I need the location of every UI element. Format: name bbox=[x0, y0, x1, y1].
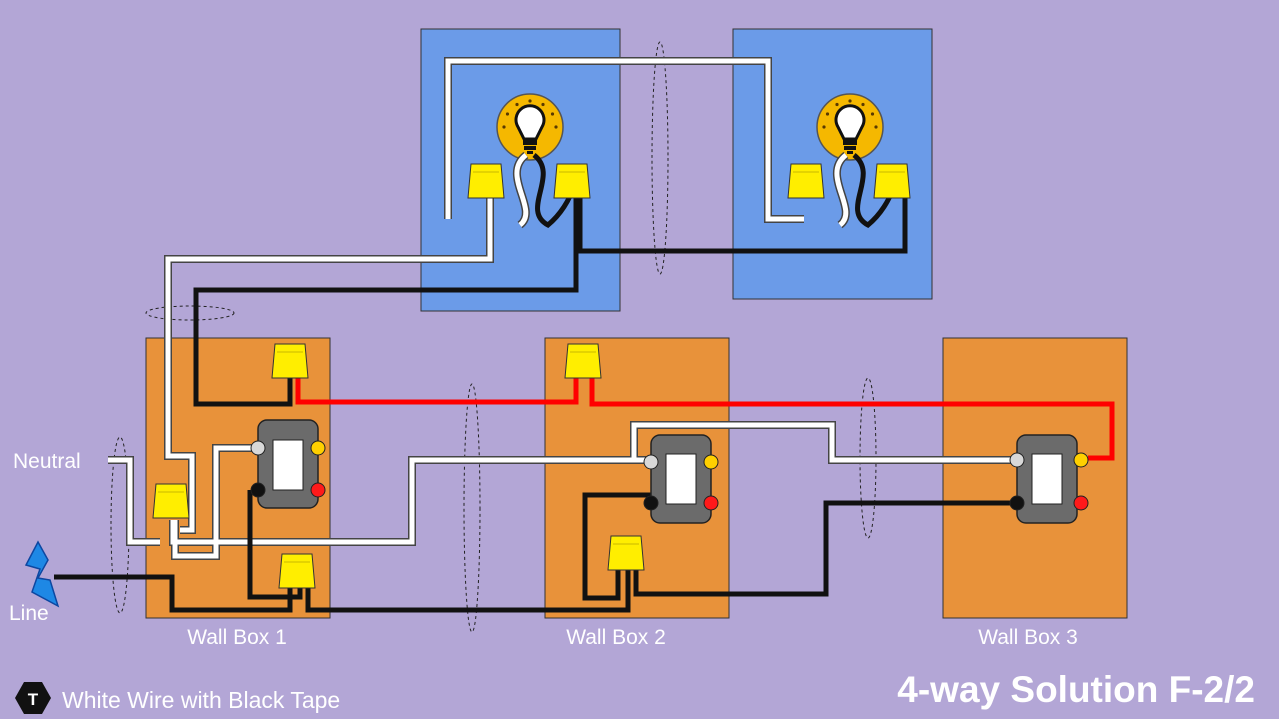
cable-marker-lights bbox=[651, 41, 669, 275]
neutral-supply bbox=[108, 457, 160, 545]
line-hot bbox=[54, 574, 293, 613]
cable-marker-wb1-wb2 bbox=[463, 383, 481, 633]
wire-nut-wb2-bottom bbox=[607, 535, 645, 571]
red-traveler-wb2-wb3 bbox=[589, 372, 1115, 461]
lightning-bolt-icon bbox=[24, 540, 60, 608]
wire-nut-wb2-top bbox=[564, 343, 602, 379]
traveler-wb1-wb2 bbox=[170, 457, 646, 545]
legend-marker-letter: T bbox=[28, 690, 39, 709]
legend-text: White Wire with Black Tape bbox=[62, 687, 340, 713]
wire-nut-light1-neutral bbox=[467, 163, 505, 199]
tape-marker-icon bbox=[15, 682, 51, 714]
neutral-to-light-1 bbox=[165, 196, 493, 533]
wire-nut-light2-hot bbox=[873, 163, 911, 199]
switch-wb1 bbox=[250, 419, 326, 509]
cable-marker-wb1-top bbox=[145, 305, 235, 321]
switched-lights-jumper bbox=[577, 195, 908, 254]
wires-black bbox=[54, 195, 1020, 613]
traveler-wb2-wb3 bbox=[631, 422, 1020, 463]
traveler-wb2-wb3-black bbox=[633, 500, 1020, 597]
wires-red bbox=[295, 372, 1115, 461]
bulb-1 bbox=[495, 92, 577, 229]
wire-nut-light2-neutral bbox=[787, 163, 825, 199]
wire-nut-wb1-bottom bbox=[278, 553, 316, 589]
wb2-switch-lower bbox=[582, 492, 664, 601]
neutral-label: Neutral bbox=[13, 450, 81, 473]
wall-box-1-label: Wall Box 1 bbox=[187, 626, 287, 649]
switch-wb2 bbox=[643, 434, 719, 524]
neutral-lights-jumper bbox=[445, 58, 804, 222]
hot-wb1-wb2 bbox=[305, 570, 631, 613]
wire-nut-wb1-neutral bbox=[152, 483, 190, 519]
switch-wb3 bbox=[1009, 434, 1089, 524]
line-label: Line bbox=[9, 602, 49, 625]
switched-to-light-1 bbox=[193, 196, 579, 407]
legend: T White Wire with Black Tape bbox=[15, 682, 340, 714]
hot-wb1-switch bbox=[247, 490, 303, 600]
wire-nut-wb1-top bbox=[271, 343, 309, 379]
wires-white bbox=[108, 58, 1020, 559]
bulb-2 bbox=[815, 92, 897, 229]
red-traveler-wb1-wb2 bbox=[295, 372, 579, 405]
diagram-title: 4-way Solution F-2/2 bbox=[897, 669, 1255, 710]
wall-box-3-label: Wall Box 3 bbox=[978, 626, 1078, 649]
wire-nut-light1-hot bbox=[553, 163, 591, 199]
wall-box-2-label: Wall Box 2 bbox=[566, 626, 666, 649]
